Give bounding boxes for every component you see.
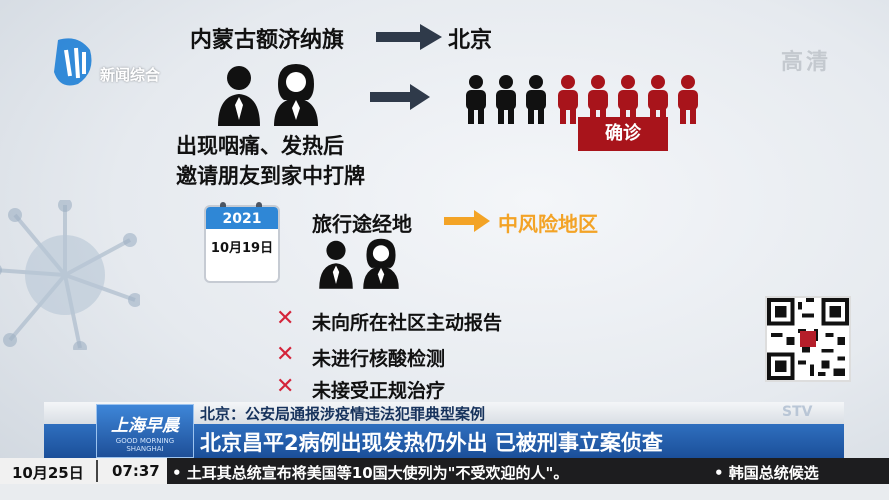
station-logo (54, 38, 92, 86)
contact-person-icon (526, 75, 546, 124)
confirmed-person-icon (648, 75, 668, 124)
cross-icon: ✕ (276, 306, 295, 331)
spread-arrow-icon (370, 84, 430, 110)
travel-arrow-icon (444, 210, 490, 232)
stv-watermark: STV (782, 404, 813, 420)
qr-code (765, 296, 851, 382)
broadcast-time: 07:37 (112, 462, 160, 480)
contacts-group (462, 74, 702, 124)
subtitle-bar (44, 402, 844, 424)
show-name: 上海早晨 (111, 416, 179, 436)
show-sub: GOOD MORNING SHANGHAI (115, 437, 175, 453)
female-person-icon (274, 64, 318, 126)
route-arrow-icon (376, 24, 442, 50)
channel-name: 新闻综合 (100, 66, 161, 84)
bottom-strip (0, 484, 889, 500)
divider (96, 460, 98, 482)
ticker-text-next: • 韩国总统候选 (714, 464, 819, 482)
destination-label: 北京 (448, 28, 493, 53)
origin-label: 内蒙古额济纳旗 (190, 28, 345, 53)
cross-icon: ✕ (276, 374, 295, 399)
violation-item: 未向所在社区主动报告 (312, 312, 503, 334)
cross-icon: ✕ (276, 342, 295, 367)
travel-label: 旅行途经地 (312, 212, 412, 236)
male-person-icon (218, 66, 260, 126)
confirmed-person-icon (678, 75, 698, 124)
female-person-icon (363, 238, 399, 289)
violation-item: 未进行核酸检测 (312, 348, 446, 370)
broadcast-date: 10月25日 (12, 464, 84, 482)
confirmed-person-icon (558, 75, 578, 124)
cause-line-1: 出现咽痛、发热后 (176, 134, 344, 158)
ticker-text: • 土耳其总统宣布将美国等10国大使列为"不受欢迎的人"。 (172, 464, 569, 482)
cause-line-2: 邀请朋友到家中打牌 (176, 164, 365, 188)
virus-illustration (0, 200, 140, 350)
confirmed-person-icon (618, 75, 638, 124)
calendar-year: 2021 (206, 207, 278, 229)
calendar-date: 10月19日 (210, 241, 274, 256)
calendar-icon: 2021 10月19日 (204, 202, 280, 283)
date-time-box (0, 458, 167, 484)
news-subtitle: 北京：公安局通报涉疫情违法犯罪典型案例 (200, 405, 486, 423)
contact-person-icon (496, 75, 516, 124)
contact-person-icon (466, 75, 486, 124)
violation-item: 未接受正规治疗 (312, 380, 446, 402)
risk-area-label: 中风险地区 (498, 212, 598, 236)
male-person-icon (319, 240, 353, 289)
show-logo: 上海早晨 GOOD MORNING SHANGHAI (96, 404, 194, 458)
news-headline: 北京昌平2病例出现发热仍外出 已被刑事立案侦查 (200, 431, 663, 455)
confirmed-badge: 确诊 (578, 117, 668, 151)
confirmed-person-icon (588, 75, 608, 124)
hd-badge: 高清 (780, 50, 831, 75)
